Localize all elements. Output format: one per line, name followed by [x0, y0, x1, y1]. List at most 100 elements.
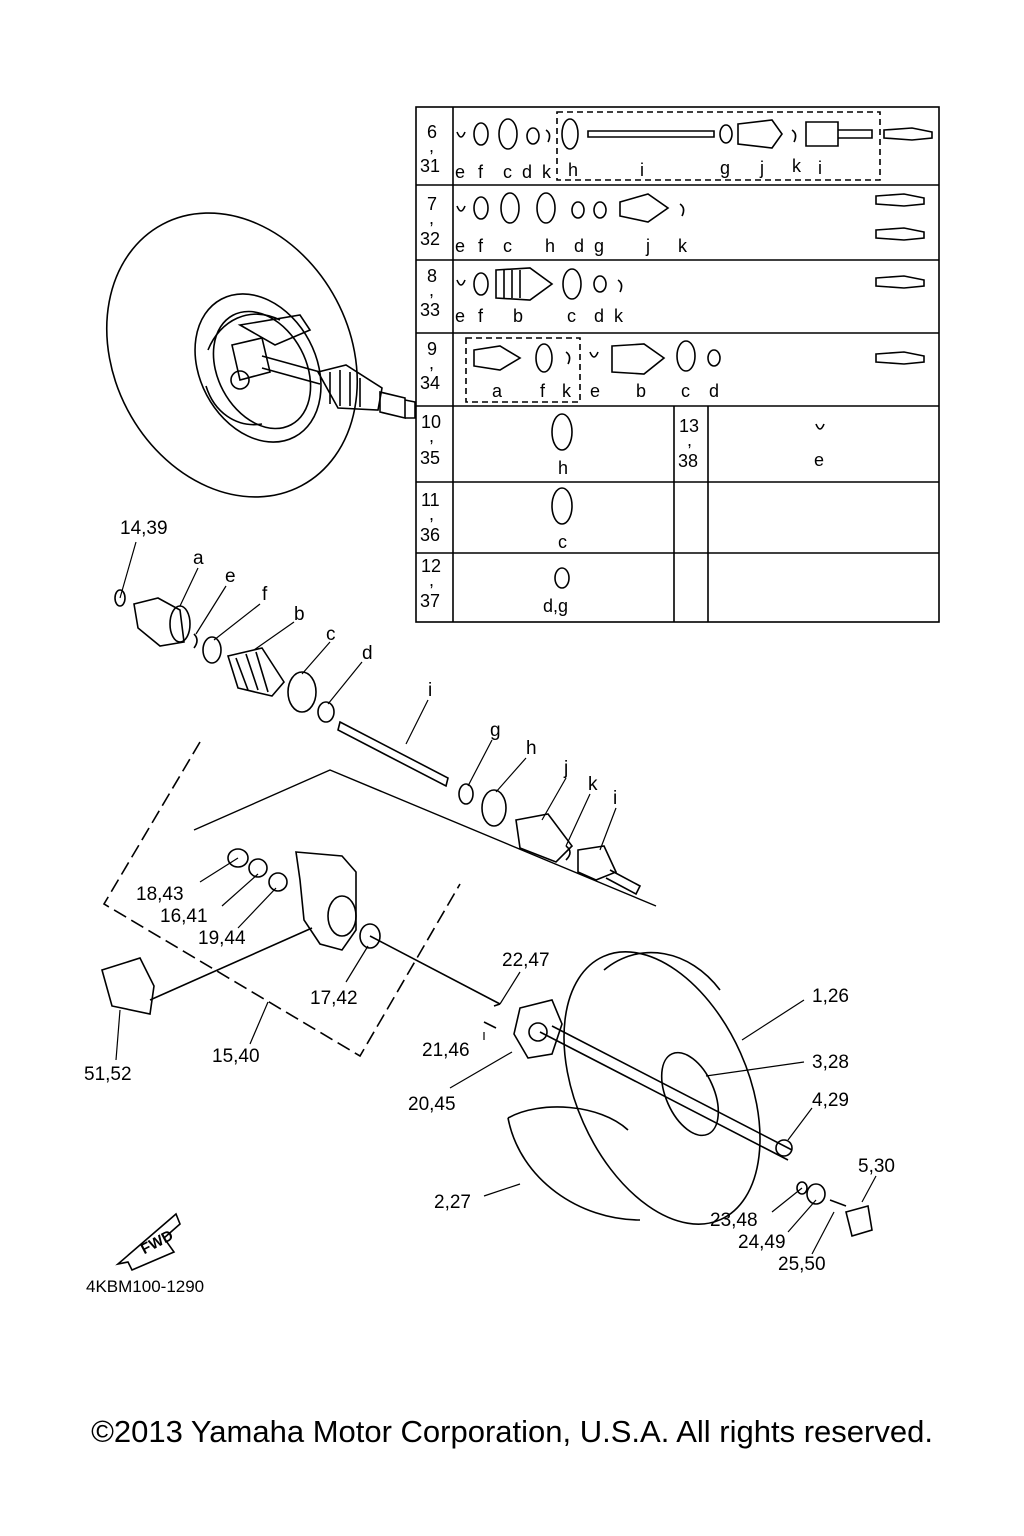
callout-23-48: 23,48 [710, 1210, 758, 1231]
callout-f: f [262, 584, 268, 605]
callout-j: j [563, 758, 568, 779]
svg-text:k: k [542, 162, 552, 182]
callout-c: c [326, 624, 336, 645]
circlip-icon [456, 131, 466, 138]
svg-text:e: e [590, 381, 600, 401]
svg-text:h: h [558, 458, 568, 478]
svg-text:d: d [709, 381, 719, 401]
svg-text:i: i [818, 158, 822, 178]
svg-text:e: e [455, 236, 465, 256]
svg-text:b: b [636, 381, 646, 401]
svg-text:35: 35 [420, 448, 440, 468]
svg-text:g: g [720, 158, 730, 178]
callout-24-49: 24,49 [738, 1232, 786, 1253]
svg-text:32: 32 [420, 229, 440, 249]
svg-text:k: k [614, 306, 624, 326]
svg-text:,: , [429, 353, 434, 373]
row-11-num: 11 [421, 490, 440, 510]
svg-text:f: f [478, 162, 484, 182]
svg-text:e: e [455, 162, 465, 182]
svg-text:c: c [681, 381, 690, 401]
svg-text:d,g: d,g [543, 596, 568, 616]
row-6-num: 6 [427, 122, 437, 142]
callout-e: e [225, 566, 236, 587]
svg-text:c: c [558, 532, 567, 552]
svg-text:d: d [594, 306, 604, 326]
callout-i: i [428, 680, 432, 701]
callout-labels: 14,39 a e f b c d i g h j k i 18,43 16,4… [84, 518, 895, 1275]
callout-21-46: 21,46 [422, 1040, 470, 1061]
svg-text:31: 31 [420, 156, 440, 176]
svg-text:e: e [455, 306, 465, 326]
svg-text:h: h [545, 236, 555, 256]
knuckle-group [101, 741, 657, 1058]
svg-text:34: 34 [420, 373, 440, 393]
row-8-parts [456, 267, 925, 301]
callout-2-27: 2,27 [434, 1192, 471, 1213]
svg-text:g: g [594, 236, 604, 256]
svg-text:d: d [574, 236, 584, 256]
svg-text:,: , [429, 208, 434, 228]
clamp-icon [202, 636, 222, 664]
callout-h: h [526, 738, 537, 759]
svg-text:k: k [792, 156, 802, 176]
svg-text:,: , [429, 504, 434, 524]
svg-text:f: f [478, 306, 484, 326]
drive-shaft-icon [231, 337, 271, 381]
wheel-hub-icon [513, 999, 563, 1059]
callout-a: a [193, 548, 204, 569]
callout-17-42: 17,42 [310, 988, 358, 1009]
knuckle-icon [295, 851, 357, 951]
upper-wheel-assembly [105, 212, 416, 498]
tire-icon [563, 951, 761, 1225]
callout-22-47: 22,47 [502, 950, 550, 971]
boot-icon [737, 119, 783, 149]
svg-text:38: 38 [678, 451, 698, 471]
callout-1-26: 1,26 [812, 986, 849, 1007]
lower-wheel [483, 951, 873, 1238]
callout-i-2: i [613, 788, 617, 809]
copyright-notice: ©2013 Yamaha Motor Corporation, U.S.A. A… [91, 1414, 933, 1449]
axle-nut-icon [775, 1139, 793, 1157]
callout-19-44: 19,44 [198, 928, 246, 949]
svg-text:f: f [540, 381, 546, 401]
svg-text:c: c [567, 306, 576, 326]
svg-text:33: 33 [420, 300, 440, 320]
svg-text:,: , [429, 570, 434, 590]
clamp-icon [498, 118, 518, 150]
svg-text:c: c [503, 162, 512, 182]
row-10-num: 10 [421, 412, 441, 432]
callout-b: b [294, 604, 305, 625]
callout-20-45: 20,45 [408, 1094, 456, 1115]
svg-text:b: b [513, 306, 523, 326]
hub-cap-icon [845, 1204, 873, 1238]
svg-text:,: , [429, 426, 434, 446]
exploded-drive-shaft [114, 589, 642, 896]
row-7-parts [456, 192, 925, 241]
svg-text:i: i [640, 160, 644, 180]
svg-text:j: j [645, 236, 650, 256]
callout-5-30: 5,30 [858, 1156, 895, 1177]
row-9-num: 9 [427, 339, 437, 359]
svg-text:k: k [562, 381, 572, 401]
svg-text:j: j [759, 158, 764, 178]
svg-text:h: h [568, 160, 578, 180]
callout-4-29: 4,29 [812, 1090, 849, 1111]
svg-text:d: d [522, 162, 532, 182]
parts-table [415, 106, 940, 623]
row-9-parts [473, 340, 925, 375]
row-8-num: 8 [427, 266, 437, 286]
row-6-parts [456, 118, 933, 150]
svg-text:k: k [678, 236, 688, 256]
svg-text:37: 37 [420, 591, 440, 611]
callout-g: g [490, 720, 501, 741]
callout-3-28: 3,28 [812, 1052, 849, 1073]
svg-text:36: 36 [420, 525, 440, 545]
callout-d: d [362, 643, 373, 664]
svg-text:c: c [503, 236, 512, 256]
callout-15-40: 15,40 [212, 1046, 260, 1067]
svg-text:,: , [429, 136, 434, 156]
callout-16-41: 16,41 [160, 906, 208, 927]
svg-text:a: a [492, 381, 503, 401]
